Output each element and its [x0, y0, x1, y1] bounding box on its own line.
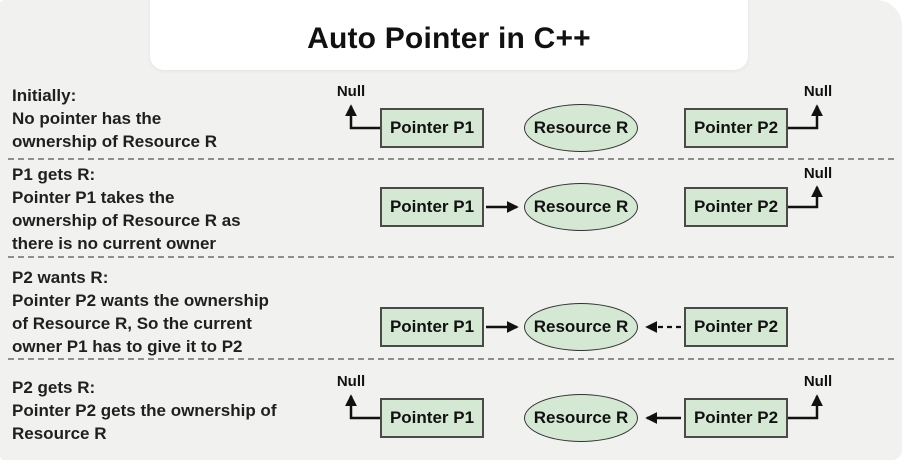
caption-heading: P2 gets R: [12, 378, 96, 397]
row4-p2-null-connector [788, 394, 823, 420]
step-caption-4: P2 gets R: Pointer P2 gets the ownership… [12, 376, 276, 445]
pointer-p1-box: Pointer P1 [380, 307, 484, 347]
caption-line: ownership of Resource R [12, 132, 217, 151]
null-label: Null [803, 165, 833, 182]
title-card: Auto Pointer in C++ [150, 0, 748, 70]
row4-p1-null-connector [345, 394, 380, 420]
null-label: Null [803, 83, 833, 100]
caption-heading: P2 wants R: [12, 268, 109, 287]
pointer-p1-box: Pointer P1 [380, 187, 484, 227]
resource-r-ellipse: Resource R [524, 303, 638, 351]
null-label: Null [336, 83, 366, 100]
null-label: Null [336, 373, 366, 390]
step-caption-1: Initially: No pointer has the ownership … [12, 84, 217, 153]
row-divider-3 [8, 358, 894, 360]
caption-heading: P1 gets R: [12, 165, 96, 184]
step-caption-2: P1 gets R: Pointer P1 takes the ownershi… [12, 163, 241, 255]
row2-p2-null-connector [788, 185, 823, 209]
pointer-p1-box: Pointer P1 [380, 108, 484, 148]
resource-r-ellipse: Resource R [524, 104, 638, 152]
row-divider-1 [8, 158, 894, 160]
caption-line: ownership of Resource R as [12, 211, 241, 230]
caption-line: Pointer P2 wants the ownership [12, 291, 269, 310]
caption-line: Resource R [12, 424, 107, 443]
row1-p1-null-connector [345, 104, 380, 130]
pointer-p1-box: Pointer P1 [380, 398, 484, 438]
row-divider-2 [8, 256, 894, 258]
null-label: Null [803, 373, 833, 390]
caption-heading: Initially: [12, 86, 77, 105]
resource-r-ellipse: Resource R [524, 183, 638, 231]
caption-line: Pointer P1 takes the [12, 188, 175, 207]
row1-p2-null-connector [788, 104, 823, 130]
caption-line: there is no current owner [12, 234, 217, 253]
pointer-p2-box: Pointer P2 [684, 108, 788, 148]
caption-line: of Resource R, So the current [12, 314, 252, 333]
page-title: Auto Pointer in C++ [307, 22, 591, 55]
caption-line: No pointer has the [12, 109, 162, 128]
pointer-p2-box: Pointer P2 [684, 307, 788, 347]
pointer-p2-box: Pointer P2 [684, 187, 788, 227]
caption-line: Pointer P2 gets the ownership of [12, 401, 277, 420]
pointer-p2-box: Pointer P2 [684, 398, 788, 438]
caption-line: owner P1 has to give it to P2 [12, 337, 243, 356]
step-caption-3: P2 wants R: Pointer P2 wants the ownersh… [12, 266, 269, 358]
resource-r-ellipse: Resource R [524, 394, 638, 442]
